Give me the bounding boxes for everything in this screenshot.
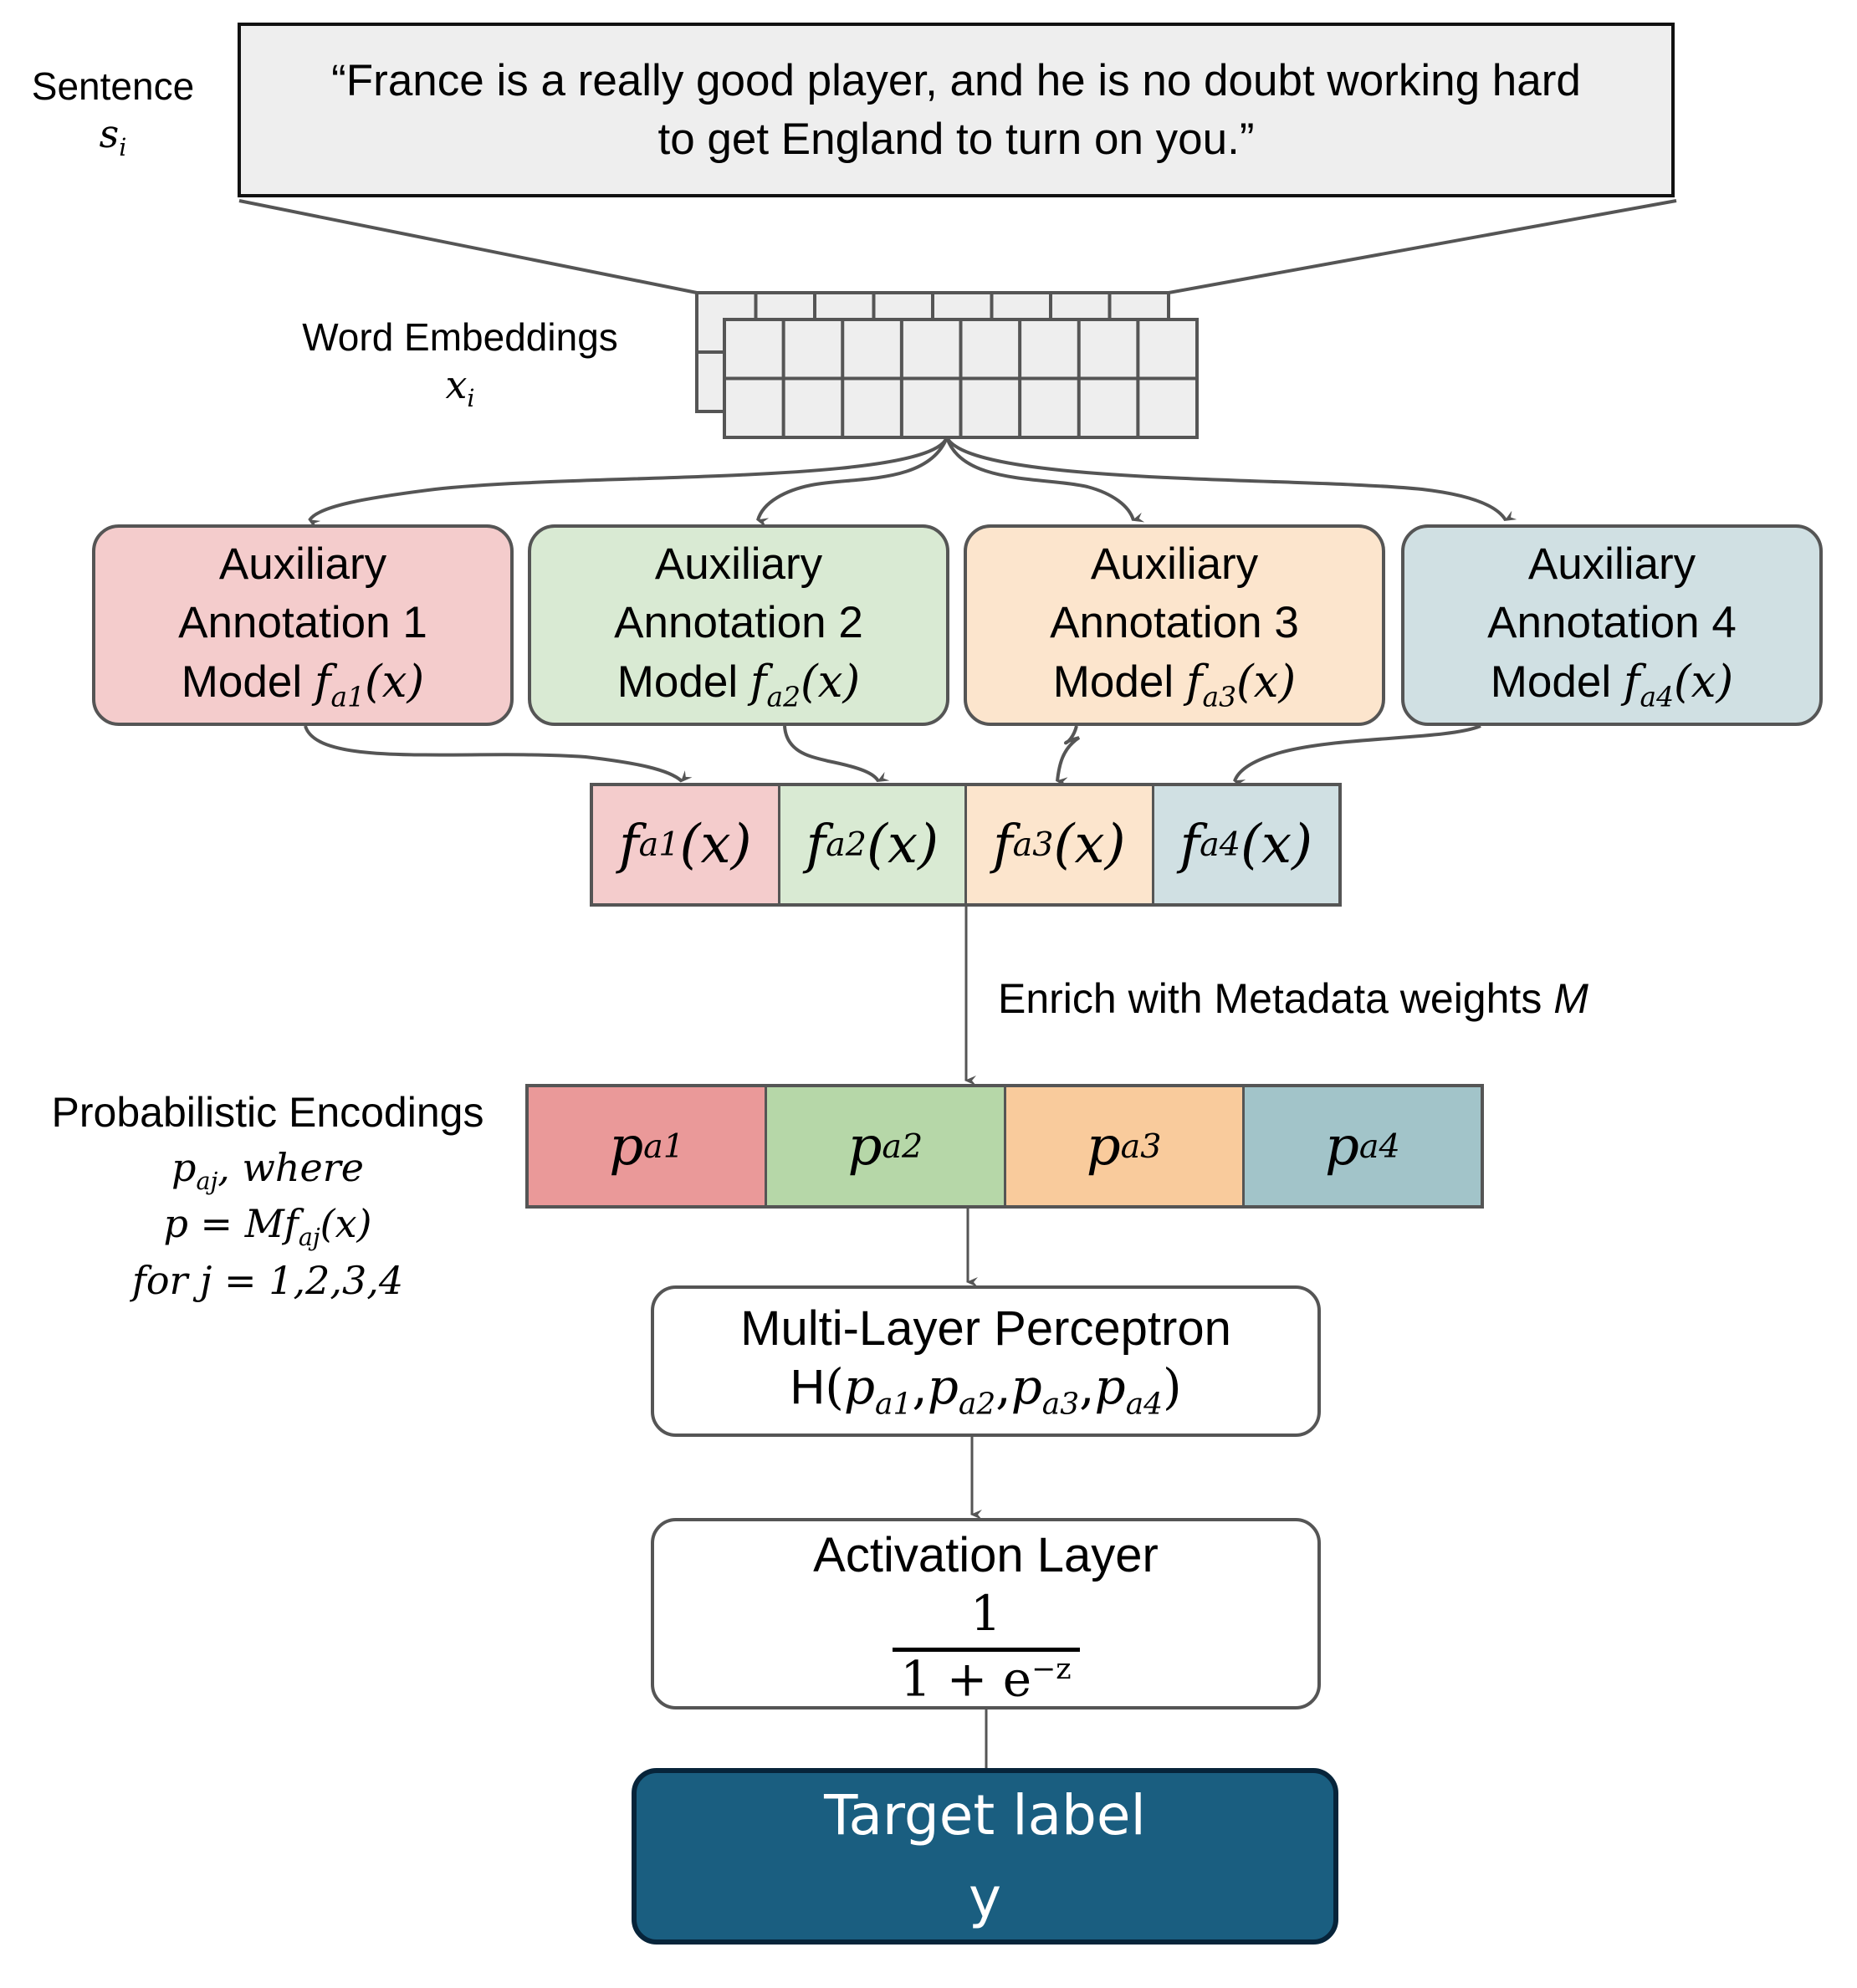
arrow-emb-to-aux1 bbox=[308, 437, 949, 530]
target-label-box: Target label y bbox=[632, 1768, 1338, 1945]
aux-line1: Auxiliary bbox=[1527, 539, 1696, 589]
prob-encodings-label: Probabilistic Encodings paj, where p = M… bbox=[33, 1084, 502, 1307]
sigmoid-numerator: 1 bbox=[970, 1584, 1001, 1642]
enrich-label: Enrich with Metadata weights M bbox=[998, 975, 1588, 1022]
arrow-emb-to-aux3 bbox=[945, 437, 1145, 523]
mlp-arg: pa3 bbox=[1010, 1357, 1080, 1422]
aux-line1: Auxiliary bbox=[1090, 539, 1259, 589]
aux-line3: Model fa3(x) bbox=[1052, 656, 1297, 713]
aux-function: fa4(x) bbox=[1623, 656, 1734, 713]
mlp-arg: pa4 bbox=[1094, 1357, 1163, 1422]
sentence-box: “France is a really good player, and he … bbox=[238, 23, 1675, 197]
arrow-emb-to-aux4 bbox=[945, 436, 1517, 522]
target-symbol: y bbox=[968, 1865, 1002, 1930]
activation-box: Activation Layer 1 1 + e−z bbox=[651, 1518, 1321, 1709]
aux-line2: Annotation 4 bbox=[1487, 598, 1737, 648]
mlp-box: Multi-Layer Perceptron H(pa1,pa2,pa3,pa4… bbox=[651, 1285, 1321, 1437]
sigmoid-denominator: 1 + e−z bbox=[900, 1650, 1072, 1708]
activation-title: Activation Layer bbox=[813, 1528, 1159, 1582]
aux-line2: Annotation 2 bbox=[614, 598, 863, 648]
aux-line1: Auxiliary bbox=[218, 539, 387, 589]
aux-function: fa3(x) bbox=[1185, 656, 1297, 713]
aux-line3: Model fa1(x) bbox=[181, 656, 425, 713]
aux-function: fa1(x) bbox=[314, 656, 425, 713]
prob-encodings-title: Probabilistic Encodings bbox=[51, 1089, 484, 1136]
mlp-arg: pa2 bbox=[927, 1357, 996, 1422]
funnel-left-line bbox=[238, 199, 698, 294]
embedding-grid-front bbox=[723, 318, 1199, 439]
embeddings-symbol: xi bbox=[445, 361, 475, 412]
aux-line2: Annotation 1 bbox=[178, 598, 427, 648]
aux-line1: Auxiliary bbox=[654, 539, 823, 589]
embeddings-label-text: Word Embeddings bbox=[302, 315, 618, 359]
sentence-symbol: si bbox=[99, 110, 127, 161]
target-label-text: Target label bbox=[824, 1782, 1146, 1847]
sigmoid-formula: 1 1 + e−z bbox=[892, 1584, 1080, 1708]
arrow-aux3-to-f bbox=[1056, 725, 1081, 788]
arrow-aux2-to-f bbox=[783, 725, 890, 783]
mlp-formula: H(pa1,pa2,pa3,pa4) bbox=[790, 1357, 1182, 1422]
aux-line3: Model fa2(x) bbox=[616, 656, 861, 713]
prob-encodings-line4: for j = 1,2,3,4 bbox=[131, 1257, 404, 1303]
sentence-text-line2: to get England to turn on you.” bbox=[657, 114, 1255, 164]
aux-line2: Annotation 3 bbox=[1050, 598, 1299, 648]
mlp-arg: pa1 bbox=[843, 1357, 913, 1422]
mlp-title: Multi-Layer Perceptron bbox=[740, 1301, 1231, 1357]
prob-encodings-line2: paj, where bbox=[171, 1145, 364, 1195]
sentence-label-text: Sentence bbox=[31, 64, 195, 108]
embeddings-label: Word Embeddings xi bbox=[251, 316, 669, 411]
arrow-emb-to-aux2 bbox=[756, 437, 949, 528]
arrow-aux4-to-f bbox=[1233, 724, 1481, 790]
sentence-text-line1: “France is a really good player, and he … bbox=[331, 55, 1581, 105]
aux-line3: Model fa4(x) bbox=[1490, 656, 1734, 713]
fraction-bar bbox=[892, 1648, 1080, 1653]
sentence-label: Sentence si bbox=[8, 65, 217, 161]
prob-encodings-line3: p = Mfaj(x) bbox=[163, 1201, 372, 1252]
arrow-aux1-to-f bbox=[304, 725, 693, 783]
funnel-right-line bbox=[1168, 199, 1677, 294]
aux-function: fa2(x) bbox=[749, 656, 861, 713]
